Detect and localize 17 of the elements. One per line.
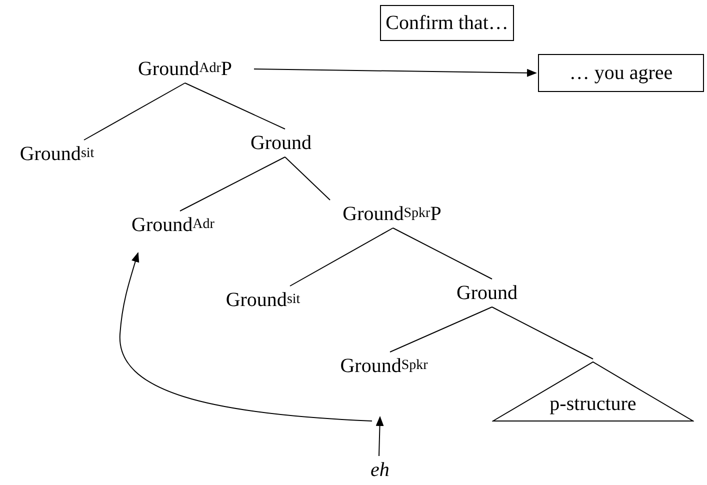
- node-label: p-structure: [550, 392, 636, 416]
- tree-node-label: Ground: [446, 281, 528, 305]
- tree-node-label: Ground: [238, 131, 324, 155]
- tree-branch-line: [284, 156, 330, 200]
- tree-branch-line: [492, 306, 594, 360]
- tree-branch-line: [184, 82, 286, 130]
- tree-branch-line: [84, 82, 186, 140]
- arrow: [254, 68, 537, 77]
- text-box: … you agree: [538, 54, 704, 92]
- tree-branch-line: [390, 306, 492, 352]
- tree-branch-line: [180, 156, 286, 212]
- tree-branch-line: [392, 228, 492, 280]
- tree-branch-line: [290, 228, 394, 286]
- text-box: Confirm that…: [380, 5, 514, 41]
- arrow: [376, 416, 384, 456]
- arrow: [120, 252, 372, 422]
- tree-node-label: eh: [362, 458, 398, 482]
